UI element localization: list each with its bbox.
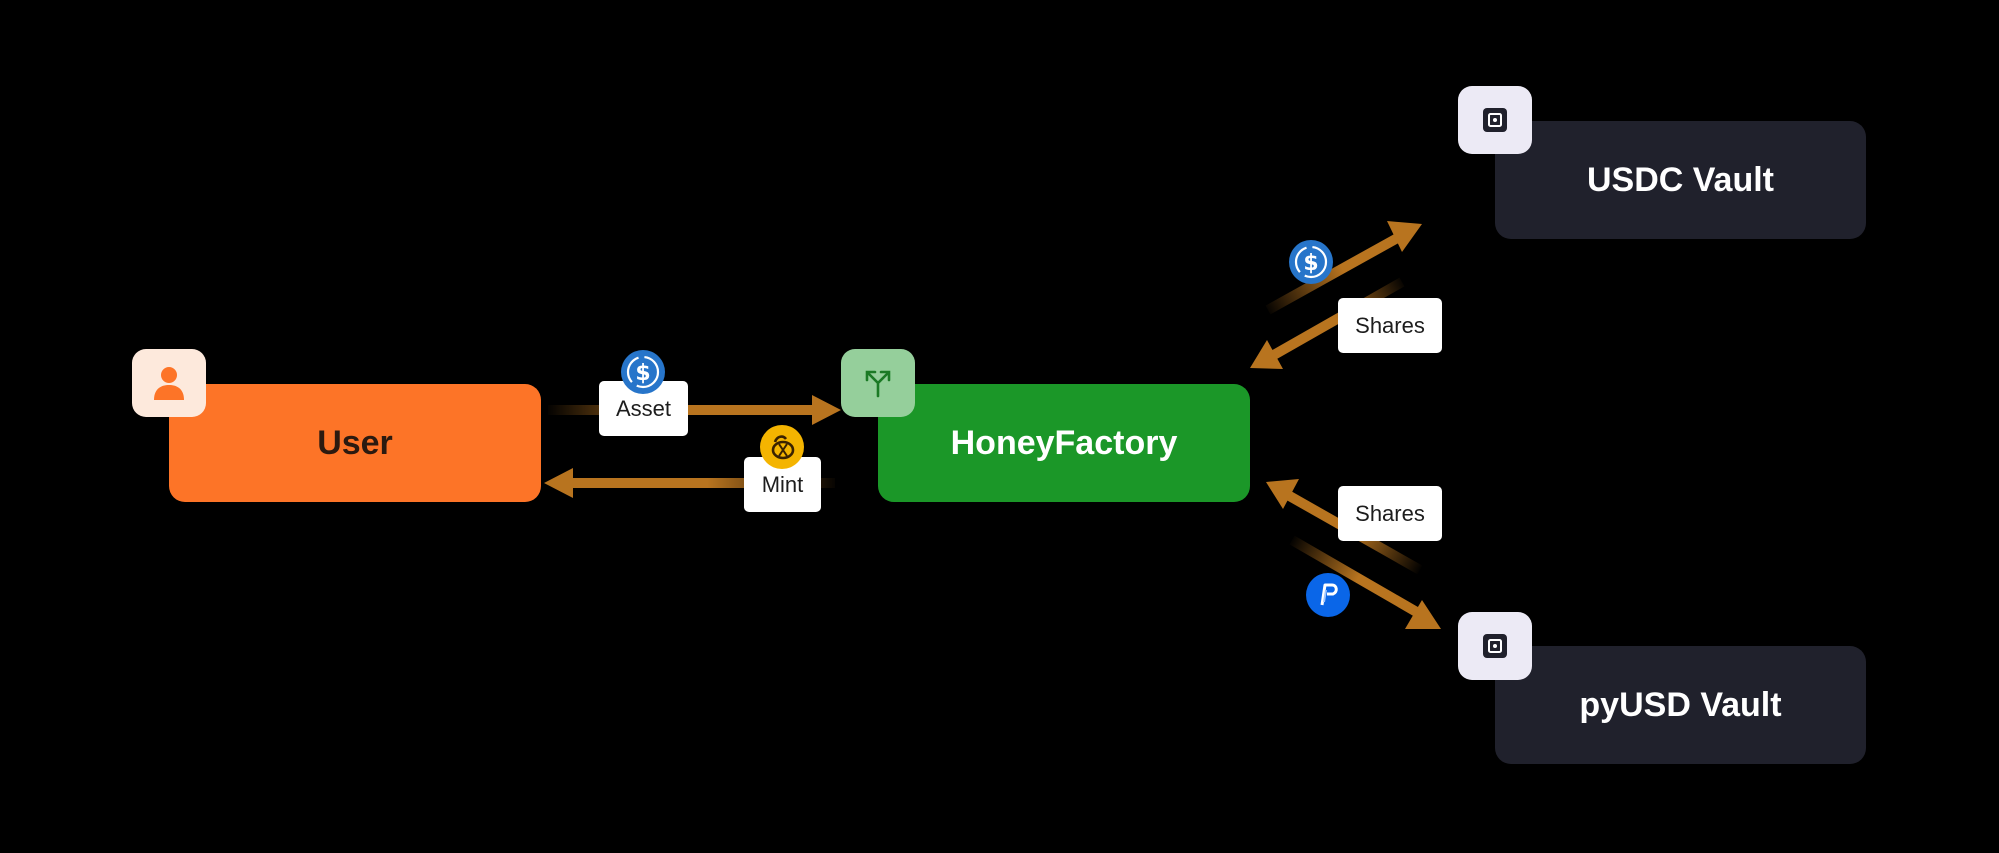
honeyfactory-node-label: HoneyFactory (950, 423, 1178, 462)
usdc-icon: $ (621, 350, 665, 394)
usdc-vault-node-label: USDC Vault (1586, 160, 1775, 199)
user-badge (132, 349, 206, 417)
vault-icon (1483, 108, 1507, 132)
usdc-shares-label-text: Shares (1355, 312, 1425, 338)
svg-text:$: $ (635, 361, 650, 386)
pyusd-vault-node-label: pyUSD Vault (1579, 685, 1782, 724)
pyusd-icon (1306, 573, 1350, 617)
honeyfactory-badge (841, 349, 915, 417)
usdc-shares-label: Shares (1338, 298, 1442, 353)
usdc-vault-badge (1458, 86, 1532, 154)
pyusd-shares-label-text: Shares (1355, 500, 1425, 526)
pyusd-shares-label: Shares (1338, 486, 1442, 541)
usdc-vault-node: USDC Vault (1495, 121, 1866, 239)
honey-icon (760, 425, 804, 469)
user-icon (154, 367, 184, 400)
honeyfactory-node: HoneyFactory (878, 384, 1250, 502)
arrow-usdc-vault-to-factory (1250, 277, 1405, 369)
pyusd-vault-node: pyUSD Vault (1495, 646, 1866, 764)
pyusd-vault-badge (1458, 612, 1532, 680)
split-arrows-icon (865, 370, 891, 398)
mint-label-text: Mint (761, 471, 804, 497)
arrow-factory-to-pyusd-vault (1289, 535, 1441, 629)
arrow-user-to-factory (548, 395, 841, 425)
vault-icon (1483, 634, 1507, 658)
asset-label-text: Asset (615, 395, 672, 421)
asset-label: Asset (599, 381, 688, 436)
arrow-factory-to-usdc-vault (1265, 221, 1422, 315)
user-node-label: User (317, 423, 393, 462)
usdc-icon: $ (1289, 240, 1333, 284)
user-node: User (169, 384, 541, 502)
svg-text:$: $ (1303, 251, 1318, 276)
